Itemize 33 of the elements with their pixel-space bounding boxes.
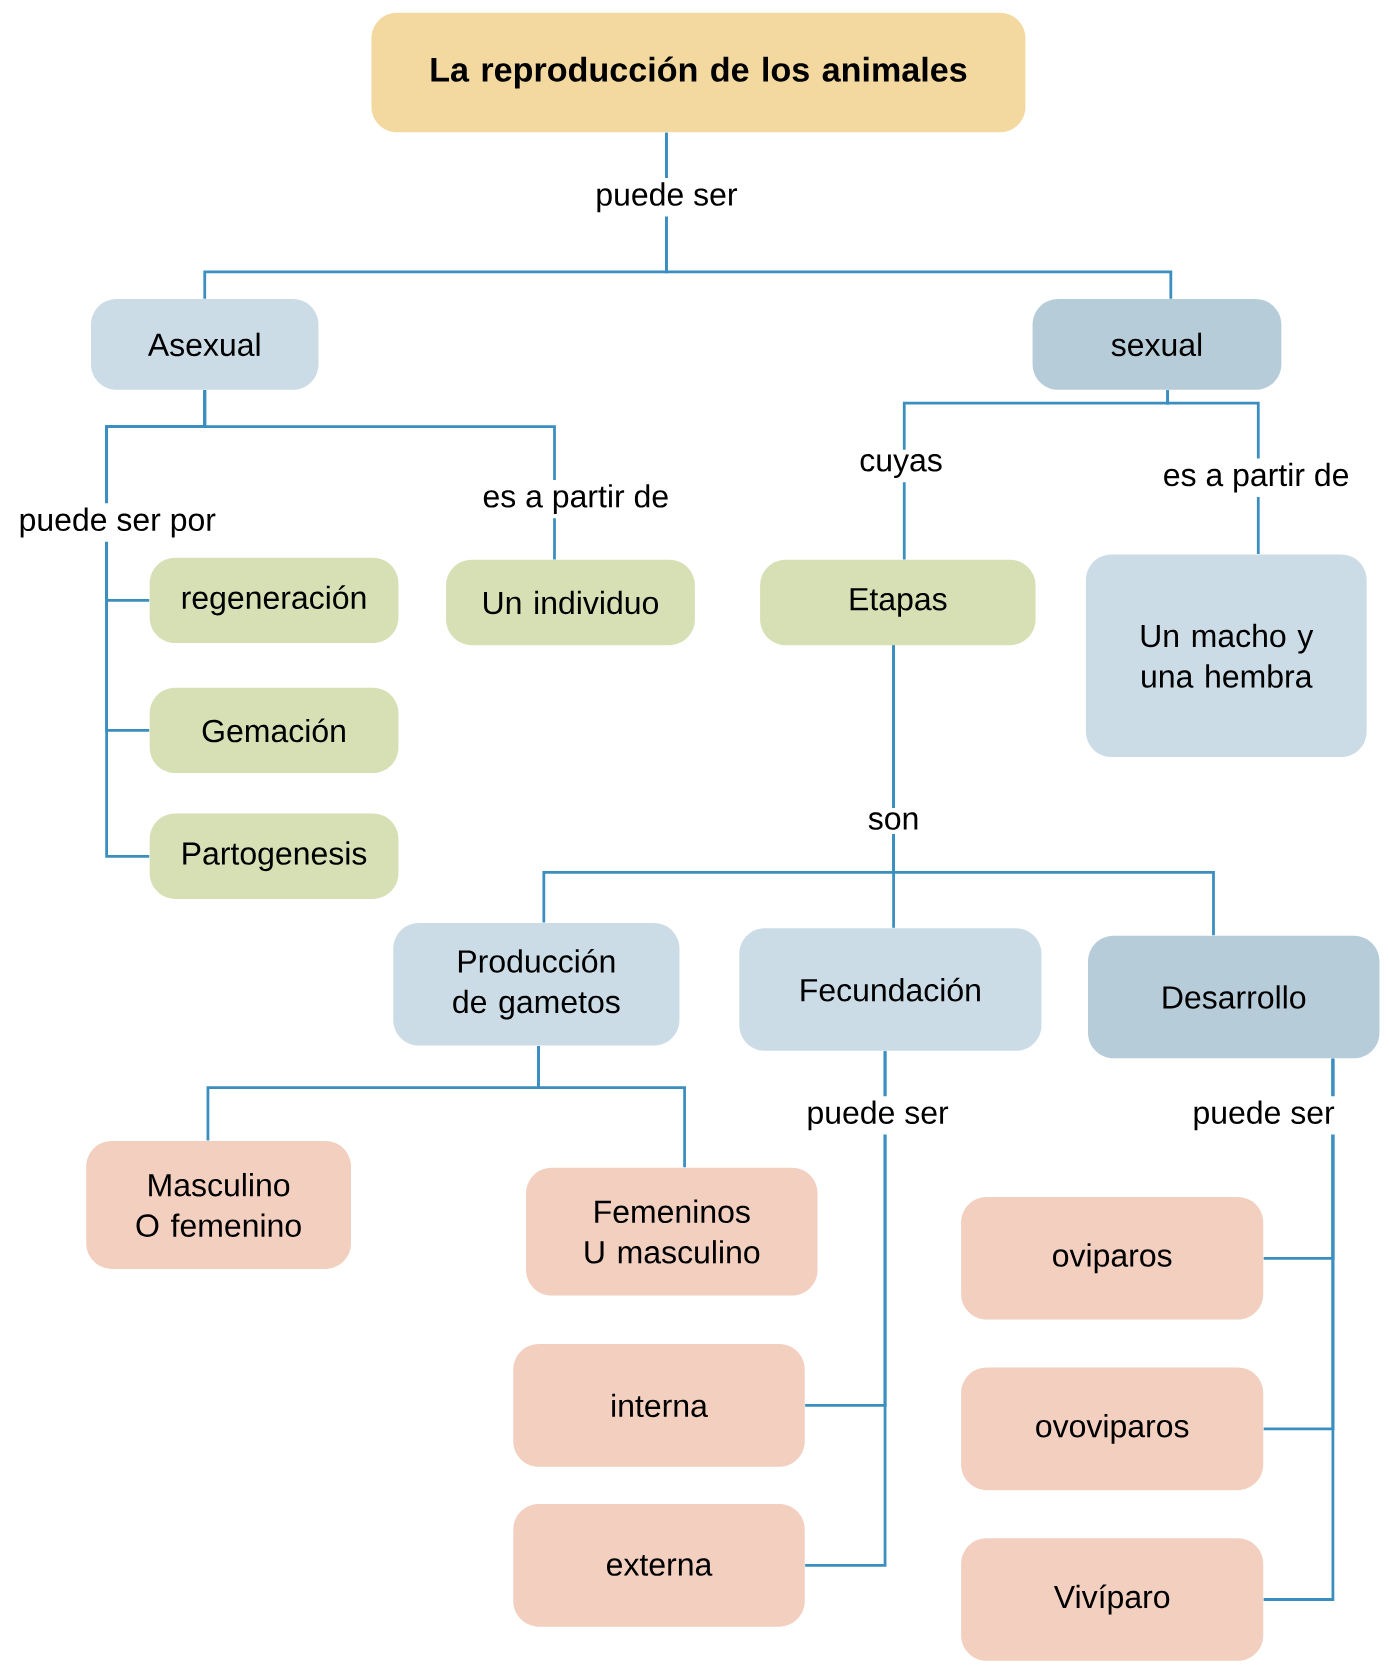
concept-box: Desarrollo xyxy=(1087,935,1380,1059)
concept-box: Masculino O femenino xyxy=(86,1141,351,1269)
edge-label: es a partir de xyxy=(1158,458,1354,497)
concept-box: interna xyxy=(513,1344,805,1467)
edge-label: puede ser xyxy=(802,1096,953,1135)
concept-box: Un macho y una hembra xyxy=(1085,554,1367,758)
edge-label: son xyxy=(863,808,924,835)
connector-line xyxy=(892,645,1215,936)
edge-label: cuyas xyxy=(854,449,947,483)
concept-box: Vivíparo xyxy=(960,1538,1264,1661)
connector-line xyxy=(536,1045,686,1168)
concept-box: Fecundación xyxy=(739,928,1042,1051)
edge-label: puede ser por xyxy=(14,503,221,542)
concept-box: Femeninos U masculino xyxy=(525,1167,818,1296)
concept-box: oviparos xyxy=(960,1196,1264,1320)
concept-box: Producción de gametos xyxy=(393,922,680,1046)
concept-box: Partogenesis xyxy=(149,813,399,899)
concept-box: Un individuo xyxy=(445,559,695,646)
edge-label: puede ser xyxy=(590,178,742,217)
concept-box: regeneración xyxy=(149,557,399,643)
concept-box: sexual xyxy=(1032,299,1282,390)
connector-line xyxy=(203,390,556,560)
connector-line xyxy=(664,132,1172,299)
concept-box: Gemación xyxy=(149,687,399,774)
connector-line xyxy=(1263,1058,1335,1601)
concept-box: Asexual xyxy=(90,299,319,390)
concept-box: ovoviparos xyxy=(960,1367,1264,1491)
edge-label: es a partir de xyxy=(478,479,674,519)
edge-label: puede ser xyxy=(1188,1096,1339,1135)
title-box: La reproducción de los animales xyxy=(371,12,1026,133)
connector-line xyxy=(804,1051,887,1567)
concept-box: externa xyxy=(513,1504,805,1627)
concept-box: Etapas xyxy=(759,559,1036,646)
